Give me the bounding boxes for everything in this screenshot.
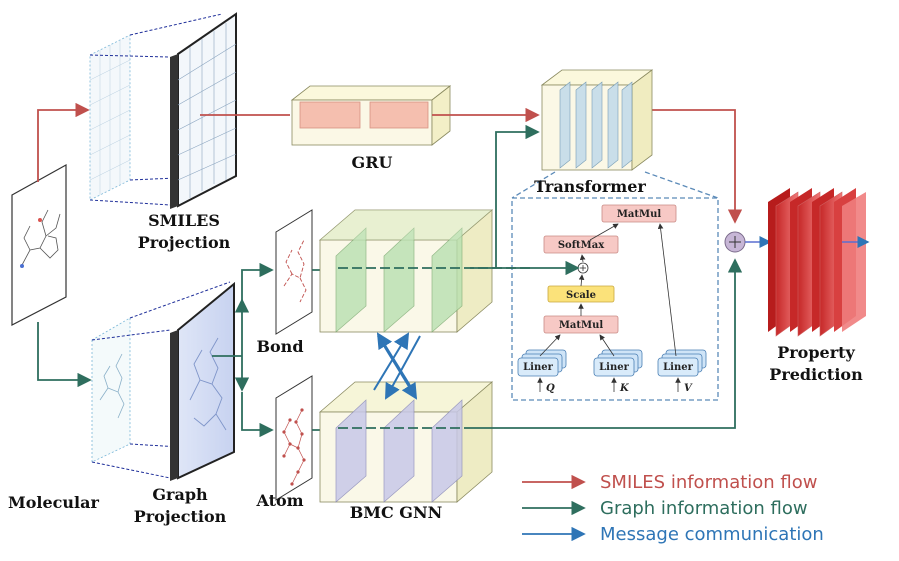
molecular-label: Molecular [8,493,99,512]
gnn-atom-to-fusion-arrow [470,258,743,429]
gnn-bond-block [318,209,494,333]
bond-label: Bond [256,337,303,356]
property-label-1: Property [777,343,855,362]
v-label: V [684,383,693,394]
liner-q-stack: Liner [517,349,567,377]
liner-v-stack: Liner [657,349,707,377]
matmul-top-label: MatMul [617,209,662,220]
graph-projection-label-2: Projection [134,507,227,526]
transformer-detail-panel: MatMul SoftMax Scale MatMul Liner Liner [511,197,719,401]
graph-projection [91,281,235,481]
graph-projection-label-1: Graph [152,485,208,504]
atom-label: Atom [255,491,303,510]
to-atom-arrow [241,392,274,438]
atom-card [275,375,313,501]
bond-card [275,209,313,335]
scale-label: Scale [566,290,596,301]
liner-k-label: Liner [599,362,629,373]
k-label: K [619,383,630,394]
graph-flow-arrow [37,322,92,388]
property-prediction-block [768,188,866,337]
softmax-label: SoftMax [558,240,605,251]
transformer-block [540,69,654,171]
liner-v-label: Liner [663,362,693,373]
gnn-to-transformer-arrow [495,124,540,268]
q-label: Q [546,383,555,394]
transformer-label: Transformer [534,177,646,196]
legend-label-0: SMILES information flow [600,472,818,493]
molecule-input-card [11,163,67,326]
to-bond-arrow [241,262,274,300]
smiles-projection [89,12,237,209]
property-label-2: Prediction [769,365,863,384]
gru-label: GRU [352,153,393,172]
matmul-bottom-label: MatMul [559,320,604,331]
legend-label-1: Graph information flow [600,498,808,519]
smiles-projection-label-2: Projection [138,233,231,252]
gru-block [290,85,452,146]
smiles-projection-label-1: SMILES [148,211,220,230]
smiles-flow-arrow [37,102,90,182]
gnn-atom-block [318,381,494,503]
bmc-gnn-label: BMC GNN [350,503,442,522]
liner-k-stack: Liner [593,349,643,377]
fusion-node [724,231,746,253]
transformer-to-fusion-arrow [628,109,743,224]
message-communication-arrows [373,332,421,400]
nitrogen-atom-icon [20,264,24,268]
oxygen-atom-icon [38,218,42,222]
legend-label-2: Message communication [600,524,824,545]
liner-q-label: Liner [523,362,553,373]
